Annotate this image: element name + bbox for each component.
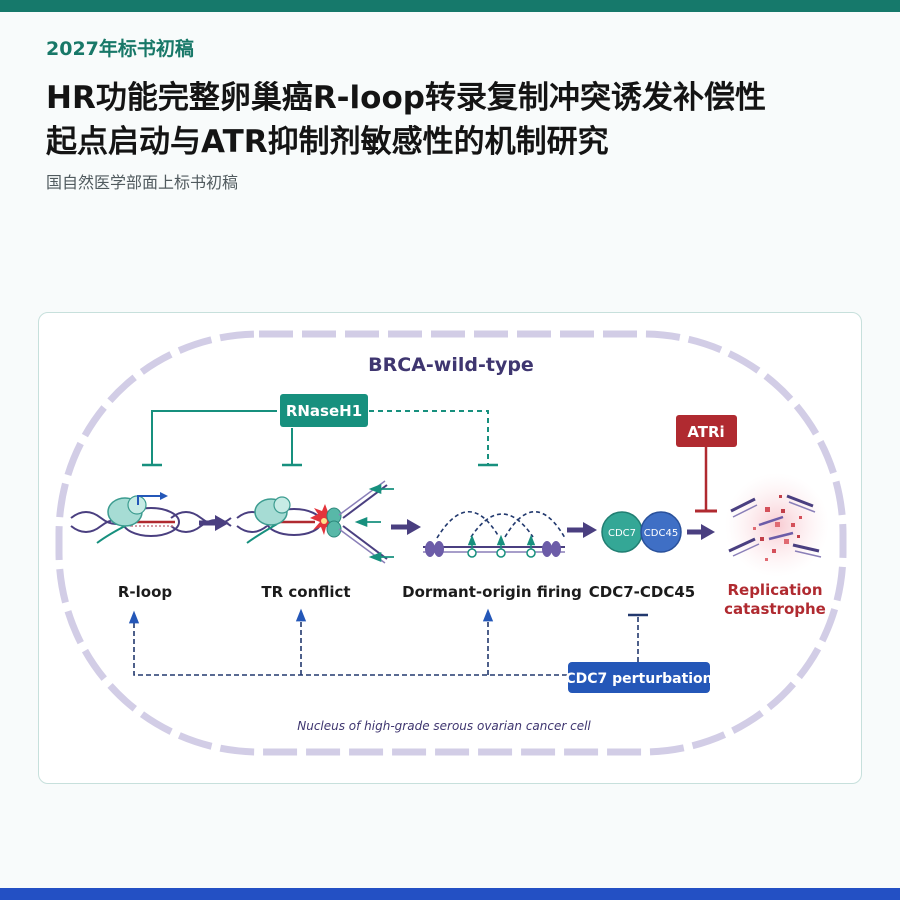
atri-node xyxy=(676,415,737,447)
rnaseh1-node xyxy=(280,394,368,427)
page-subtitle: 国自然医学部面上标书初稿 xyxy=(46,173,239,192)
rnaseh1-inhibition-lines xyxy=(142,410,498,467)
rloop-illustration xyxy=(70,492,232,544)
page-title-line-1: HR功能完整卵巢癌R-loop转录复制冲突诱发补偿性 xyxy=(46,80,766,116)
bottom-accent-bar xyxy=(0,888,900,900)
cdc7-perturbation-node xyxy=(568,662,710,693)
dormant-origin-illustration xyxy=(423,510,566,558)
flow-arrow-3 xyxy=(567,522,597,538)
cdc45-protein-label: CDC45 xyxy=(644,528,678,539)
stage-label-cdc7-cdc45: CDC7-CDC45 xyxy=(589,583,695,601)
page-title-line-2: 起点启动与ATR抑制剂敏感性的机制研究 xyxy=(46,124,609,160)
stage-label-tr-conflict: TR conflict xyxy=(261,583,350,601)
cdc45-protein xyxy=(640,511,682,553)
stage-label-catastrophe: catastrophe xyxy=(724,600,826,618)
page-title: HR功能完整卵巢癌R-loop转录复制冲突诱发补偿性 起点启动与ATR抑制剂敏感… xyxy=(46,76,866,164)
mechanism-diagram: BRCA-wild-type RNaseH1 ATRi xyxy=(55,330,847,756)
nucleus-caption: Nucleus of high-grade serous ovarian can… xyxy=(297,719,591,733)
cdc7-protein-label: CDC7 xyxy=(608,528,636,539)
nucleus-envelope xyxy=(55,330,847,756)
flow-arrow-4 xyxy=(687,524,715,540)
brca-wild-type-label: BRCA-wild-type xyxy=(368,354,534,376)
stage-label-rloop: R-loop xyxy=(118,583,173,601)
tr-conflict-illustration xyxy=(236,480,394,564)
replication-catastrophe-illustration xyxy=(725,473,829,577)
atri-label: ATRi xyxy=(687,423,724,441)
rnaseh1-label: RNaseH1 xyxy=(286,402,362,420)
cdc7-perturbation-label: CDC7 perturbation xyxy=(565,671,712,687)
cdc7-perturbation-feedback-lines xyxy=(128,608,648,676)
flow-arrow-1 xyxy=(199,515,229,531)
diagram-panel: BRCA-wild-type RNaseH1 ATRi xyxy=(38,312,862,784)
draft-year-label: 2027年标书初稿 xyxy=(46,38,194,60)
stage-label-dormant-origin-firing: Dormant-origin firing xyxy=(402,583,582,601)
flow-arrow-2 xyxy=(391,519,421,535)
top-accent-bar xyxy=(0,0,900,12)
stage-label-replication: Replication xyxy=(727,581,822,599)
